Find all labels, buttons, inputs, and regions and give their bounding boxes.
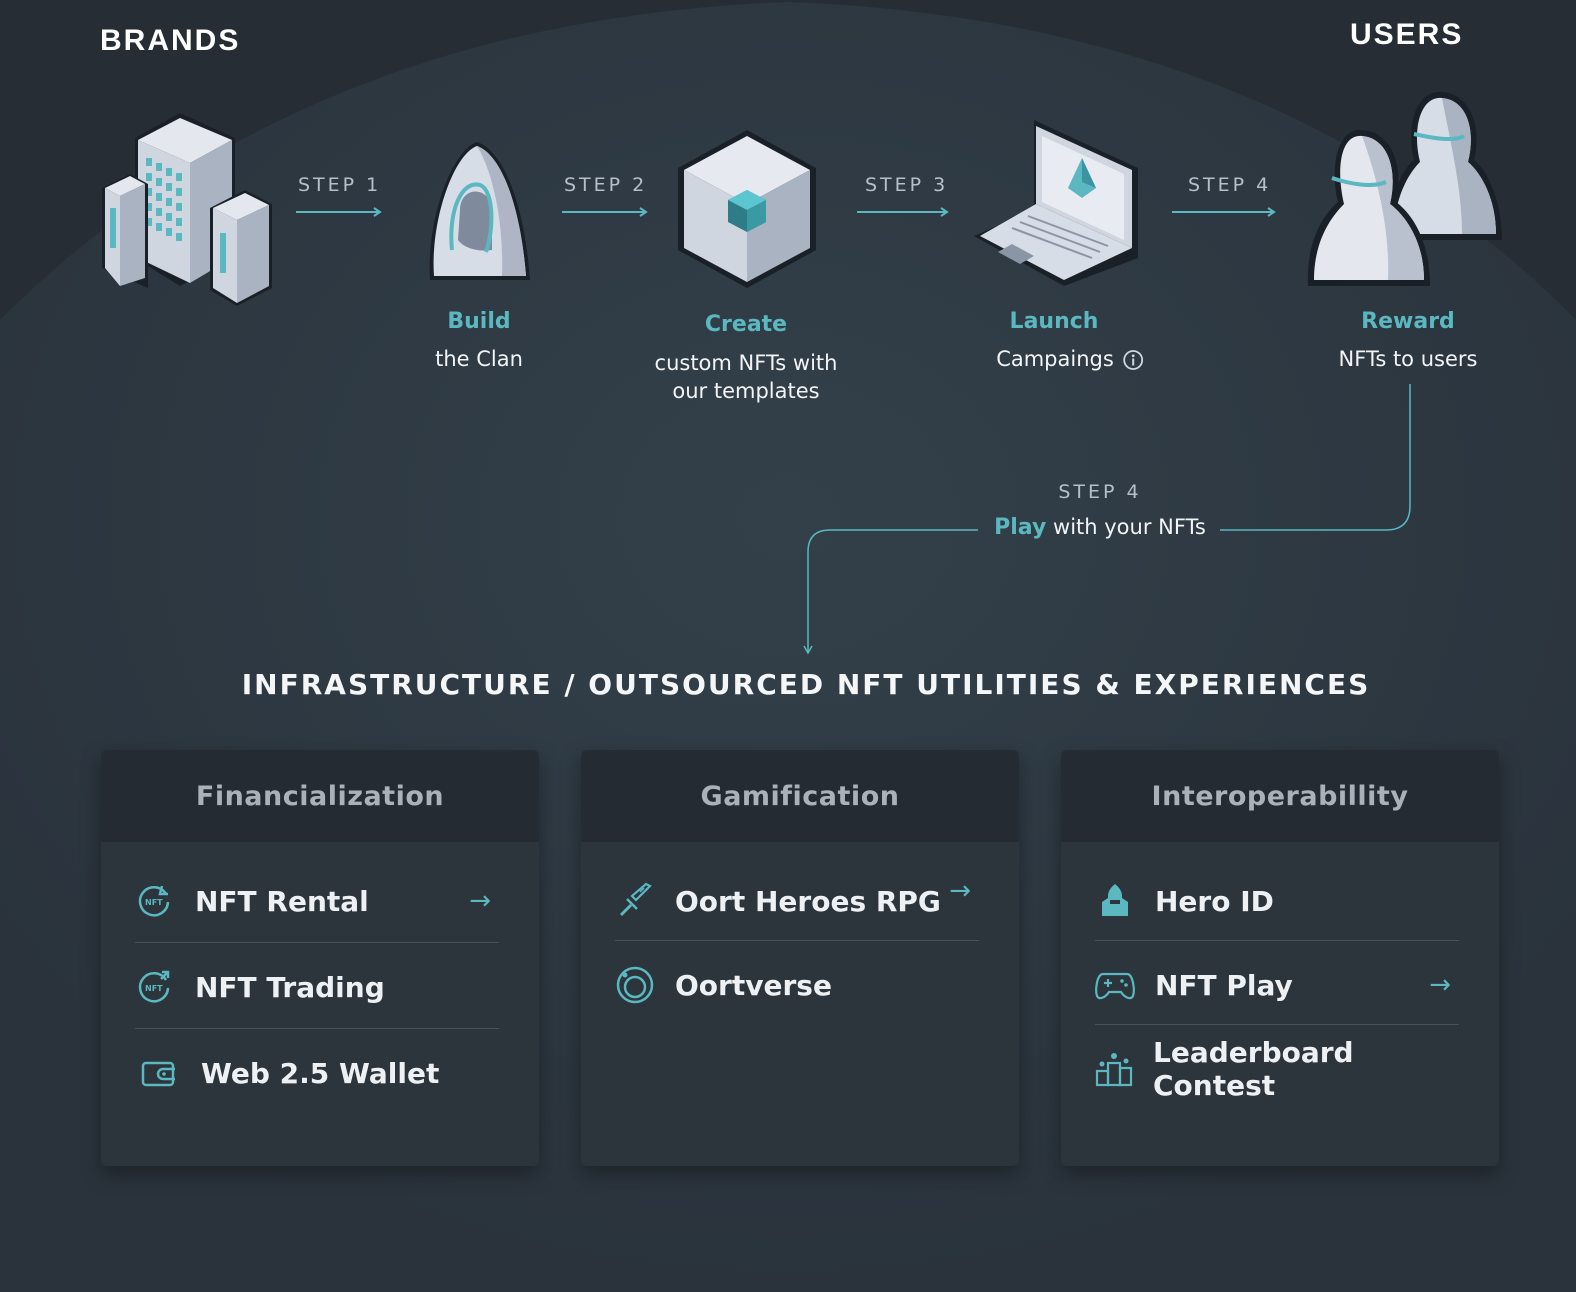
cube-icon [678, 130, 816, 288]
nft-trading-item[interactable]: NFT NFT Trading [135, 944, 499, 1030]
sword-icon [615, 881, 655, 921]
step-1-desc: the Clan [435, 347, 523, 371]
gamepad-icon [1095, 965, 1135, 1005]
infrastructure-title: INFRASTRUCTURE / OUTSOURCED NFT UTILITIE… [241, 668, 1371, 701]
arrow-right-icon[interactable]: → [949, 876, 971, 906]
nft-rental-label: NFT Rental [195, 884, 369, 918]
nft-trading-label: NFT Trading [195, 970, 385, 1004]
play-connector [803, 384, 1411, 655]
divider [1095, 940, 1459, 941]
divider [1095, 1024, 1459, 1025]
leaderboard-icon [1095, 1049, 1133, 1089]
leaderboard-contest-label: Leaderboard Contest [1153, 1036, 1354, 1102]
hero-id-icon [1095, 881, 1135, 921]
step-3-desc: Campaings [996, 347, 1114, 371]
hero-id-label: Hero ID [1155, 884, 1274, 918]
gamification-card: Gamification Oort Heroes RPG → Oortverse [581, 750, 1019, 1166]
interoperability-header: Interoperabillity [1061, 750, 1499, 842]
nft-rental-item[interactable]: NFT NFT Rental → [135, 858, 499, 944]
oort-heroes-rpg-label: Oort Heroes RPG [675, 884, 941, 918]
step-1-label: STEP 1 [298, 174, 382, 196]
svg-text:NFT: NFT [145, 984, 163, 993]
step-1-arrow [296, 207, 382, 217]
step-4-arrow [1172, 207, 1276, 217]
users-icon [1307, 91, 1502, 286]
financialization-header: Financialization [101, 750, 539, 842]
wallet-icon [139, 1053, 179, 1093]
step-1-title: Build [447, 309, 511, 334]
divider [135, 942, 499, 943]
step-3-desc-row: Campaings [996, 345, 1144, 373]
brands-label: BRANDS [100, 24, 241, 57]
gamification-header: Gamification [581, 750, 1019, 842]
play-step-row: Play with your NFTs [994, 513, 1206, 542]
nft-play-label: NFT Play [1155, 968, 1293, 1002]
step-2-desc-line-1: custom NFTs with [654, 351, 838, 375]
divider [615, 940, 979, 941]
play-step-label: STEP 4 [1058, 481, 1142, 503]
play-step-desc: with your NFTs [1053, 515, 1206, 539]
oortverse-item[interactable]: Oortverse [615, 942, 979, 1028]
arrow-right-icon[interactable]: → [469, 886, 491, 916]
info-icon[interactable] [1122, 349, 1144, 371]
step-4-desc: NFTs to users [1338, 347, 1478, 371]
svg-text:NFT: NFT [145, 898, 163, 907]
step-2-arrow [562, 207, 648, 217]
step-3-title: Launch [1009, 309, 1099, 334]
step-3-label: STEP 3 [865, 174, 949, 196]
oort-heroes-rpg-item[interactable]: Oort Heroes RPG → [615, 858, 979, 944]
building-icon [102, 113, 272, 306]
nft-rental-icon: NFT [135, 881, 175, 921]
oortverse-label: Oortverse [675, 968, 832, 1002]
step-2-title: Create [704, 312, 788, 337]
leaderboard-contest-item[interactable]: Leaderboard Contest [1095, 1026, 1459, 1112]
arrow-right-icon[interactable]: → [1429, 970, 1451, 1000]
web-wallet-label: Web 2.5 Wallet [201, 1056, 440, 1090]
play-step-title: Play [994, 515, 1047, 540]
step-4-label: STEP 4 [1188, 174, 1272, 196]
nft-play-item[interactable]: NFT Play → [1095, 942, 1459, 1028]
hood-icon [429, 142, 530, 280]
nft-trading-icon: NFT [135, 967, 175, 1007]
hero-id-item[interactable]: Hero ID [1095, 858, 1459, 944]
interoperability-card: Interoperabillity Hero ID NFT Play → Lea… [1061, 750, 1499, 1166]
web-wallet-item[interactable]: Web 2.5 Wallet [135, 1030, 499, 1116]
step-4-title: Reward [1361, 309, 1455, 334]
laptop-icon [974, 120, 1138, 286]
users-label: USERS [1350, 18, 1464, 51]
step-2-desc-line-2: our templates [672, 379, 820, 403]
financialization-card: Financialization NFT NFT Rental → NFT NF… [101, 750, 539, 1166]
step-2-label: STEP 2 [564, 174, 648, 196]
orbit-icon [615, 965, 655, 1005]
divider [135, 1028, 499, 1029]
step-3-arrow [857, 207, 949, 217]
